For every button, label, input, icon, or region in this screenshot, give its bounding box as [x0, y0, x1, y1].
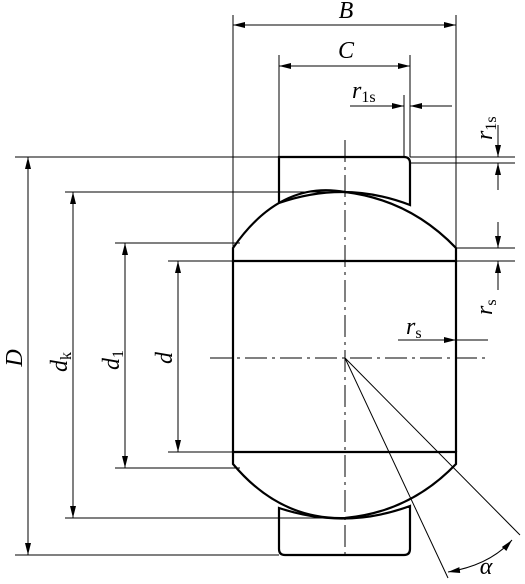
label-rs-inner: rs — [406, 314, 422, 342]
label-D: D — [2, 349, 28, 367]
label-rs-side: rs — [472, 299, 500, 315]
label-d: d — [152, 351, 178, 364]
label-C: C — [338, 38, 355, 64]
label-d1: d1 — [99, 350, 127, 370]
label-r1s-side: r1s — [472, 116, 500, 140]
label-alpha: α — [480, 554, 493, 580]
label-r1s-top: r1s — [352, 78, 376, 106]
alpha-arc — [447, 539, 513, 573]
label-B: B — [339, 0, 354, 24]
outer-ring-top-section — [277, 155, 412, 207]
label-dk: dk — [47, 352, 75, 372]
tilt-line-1 — [344, 357, 449, 579]
tilt-line-2 — [344, 357, 521, 536]
